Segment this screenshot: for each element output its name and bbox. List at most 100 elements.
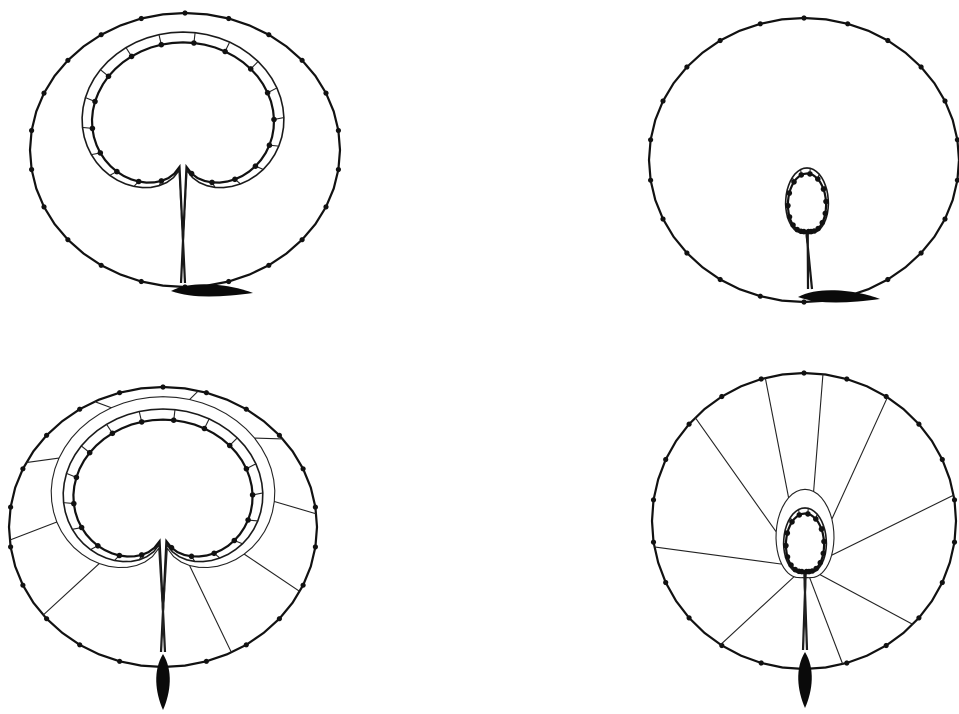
mesh-line xyxy=(810,578,843,664)
boundary-node xyxy=(226,16,231,21)
outer-boundary xyxy=(30,13,340,287)
surface-node xyxy=(253,163,259,169)
surface-node xyxy=(92,99,98,105)
surface-node xyxy=(789,519,795,525)
boundary-node xyxy=(323,91,328,96)
boundary-node xyxy=(648,178,653,183)
boundary-node xyxy=(684,64,689,69)
surface-node xyxy=(815,226,821,232)
surface-node xyxy=(790,222,796,228)
surface-node xyxy=(785,530,791,536)
boundary-node xyxy=(758,294,763,299)
tip-blade-icon xyxy=(156,654,170,710)
surface-node xyxy=(248,66,254,72)
boundary-node xyxy=(651,540,656,545)
boundary-node xyxy=(336,167,341,172)
surface-node xyxy=(90,126,96,132)
boundary-node xyxy=(687,422,692,427)
boundary-node xyxy=(660,98,665,103)
boundary-node xyxy=(919,250,924,255)
surface-node xyxy=(117,553,123,559)
boundary-node xyxy=(77,642,82,647)
surface-node xyxy=(821,539,827,545)
surface-node xyxy=(129,54,135,60)
mesh-line xyxy=(820,575,913,625)
boundary-node xyxy=(29,128,34,133)
surface-node xyxy=(818,560,824,566)
surface-node xyxy=(797,512,803,518)
boundary-node xyxy=(20,466,25,471)
boundary-node xyxy=(204,659,209,664)
boundary-node xyxy=(759,660,764,665)
outer-surface xyxy=(82,32,284,283)
mesh-line xyxy=(695,418,776,532)
boundary-node xyxy=(65,237,70,242)
surface-node xyxy=(245,517,251,523)
surface-node xyxy=(159,178,165,184)
surface-node xyxy=(805,511,811,517)
boundary-node xyxy=(277,433,282,438)
surface-node xyxy=(227,443,233,449)
boundary-node xyxy=(266,263,271,268)
surface-node xyxy=(823,199,829,205)
boundary-node xyxy=(718,277,723,282)
surface-node xyxy=(250,492,256,498)
boundary-node xyxy=(29,167,34,172)
mesh-line xyxy=(254,438,282,439)
boundary-node xyxy=(884,394,889,399)
surface-node xyxy=(799,172,805,178)
boundary-node xyxy=(955,178,959,183)
surface-node xyxy=(823,211,829,217)
boundary-node xyxy=(885,277,890,282)
mesh-line xyxy=(832,397,888,519)
boundary-node xyxy=(952,497,957,502)
surface-node xyxy=(244,466,250,472)
surface-node xyxy=(222,49,228,55)
surface-node xyxy=(106,74,112,80)
panel-bottom-left xyxy=(8,384,318,710)
surface-node xyxy=(785,203,791,209)
boundary-node xyxy=(244,642,249,647)
surface-node xyxy=(114,169,120,175)
boundary-node xyxy=(801,299,806,304)
boundary-node xyxy=(300,237,305,242)
surface-node xyxy=(813,566,819,572)
mesh-line xyxy=(721,577,794,645)
boundary-node xyxy=(663,580,668,585)
surface-node xyxy=(788,562,794,568)
surface-node xyxy=(136,179,142,185)
boundary-node xyxy=(942,216,947,221)
surface-node xyxy=(232,177,238,183)
boundary-node xyxy=(687,615,692,620)
surface-node xyxy=(189,554,195,560)
surface-node xyxy=(783,543,789,549)
panel-top-left xyxy=(29,10,341,296)
surface-node xyxy=(232,538,238,544)
boundary-node xyxy=(277,616,282,621)
boundary-node xyxy=(651,497,656,502)
mesh-line xyxy=(10,522,57,540)
boundary-node xyxy=(139,16,144,21)
mesh-line xyxy=(43,564,99,615)
boundary-node xyxy=(955,137,959,142)
surface-node xyxy=(813,516,819,522)
surface-node xyxy=(271,117,277,123)
boundary-node xyxy=(844,376,849,381)
boundary-node xyxy=(801,370,806,375)
surface-node xyxy=(820,220,826,226)
tip-blade-icon xyxy=(798,652,812,708)
boundary-node xyxy=(160,384,165,389)
surface-node xyxy=(159,42,165,48)
boundary-node xyxy=(759,376,764,381)
boundary-node xyxy=(663,457,668,462)
boundary-node xyxy=(226,279,231,284)
surface-node xyxy=(169,545,175,551)
panel-bottom-right xyxy=(651,370,957,708)
mesh-line xyxy=(26,458,59,462)
boundary-node xyxy=(942,98,947,103)
boundary-node xyxy=(952,540,957,545)
mesh-line xyxy=(814,374,823,491)
mesh-line xyxy=(190,566,232,653)
boundary-node xyxy=(8,544,13,549)
surface-node xyxy=(189,171,195,177)
